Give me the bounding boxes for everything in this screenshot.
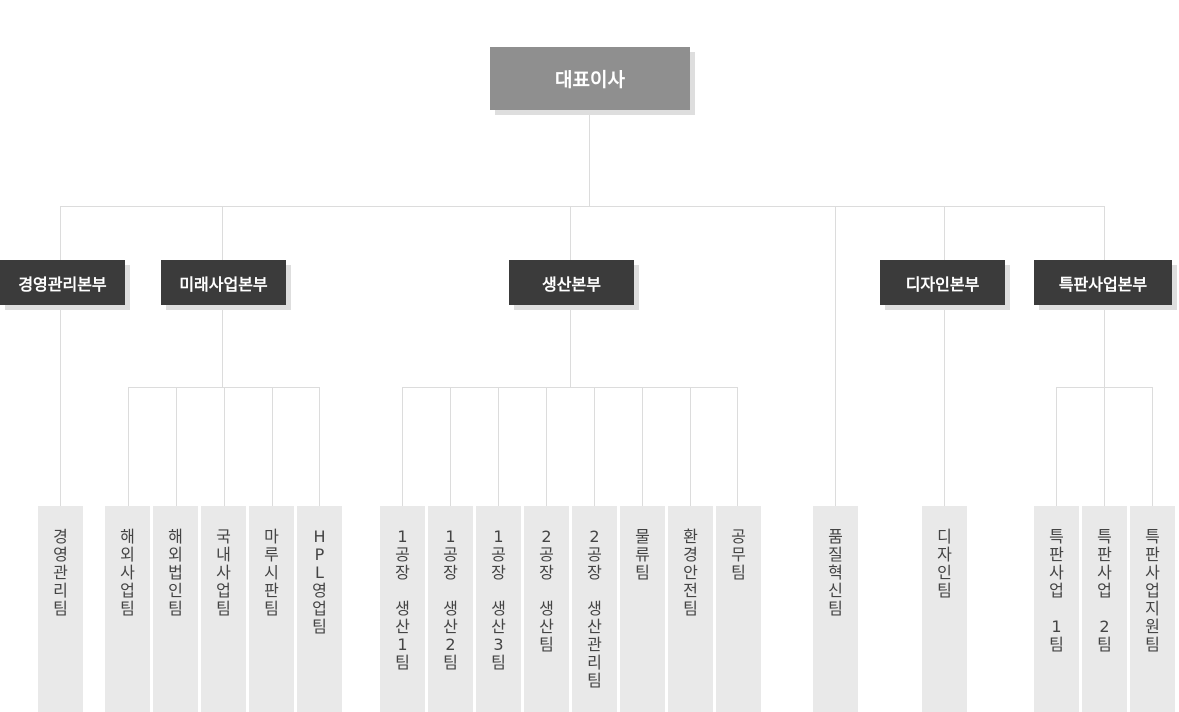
connector-production-team <box>737 387 738 506</box>
team-label: 공 무 팀 <box>731 527 746 582</box>
connector-production-team <box>450 387 451 506</box>
team-label: 특 판 사 업 1 팀 <box>1049 527 1064 654</box>
team-box: 공 무 팀 <box>716 506 761 712</box>
team-label: 해 외 법 인 팀 <box>168 527 183 618</box>
connector-special-team <box>1152 387 1153 506</box>
team-label: 물 류 팀 <box>635 527 650 582</box>
team-box: 특 판 사 업 1 팀 <box>1034 506 1079 712</box>
team-label: 경 영 관 리 팀 <box>53 527 68 618</box>
division-label: 미래사업본부 <box>179 274 268 294</box>
division-design: 디자인본부 <box>880 260 1005 305</box>
connector-mgmt-down <box>60 206 61 506</box>
connector-ceo-vertical <box>589 110 590 206</box>
team-box: 물 류 팀 <box>620 506 665 712</box>
connector-future-team <box>176 387 177 506</box>
connector-production-horizontal <box>402 387 738 388</box>
team-label: 1 공 장 생 산 2 팀 <box>443 527 458 672</box>
connector-production-team <box>498 387 499 506</box>
team-box: 2 공 장 생 산 관 리 팀 <box>572 506 617 712</box>
division-label: 특판사업본부 <box>1058 274 1148 294</box>
team-label: 특 판 사 업 지 원 팀 <box>1145 527 1160 654</box>
division-label: 경영관리본부 <box>18 274 107 294</box>
division-production: 생산본부 <box>509 260 634 305</box>
connector-production-team <box>546 387 547 506</box>
team-label: 해 외 사 업 팀 <box>120 527 135 618</box>
team-box: 해 외 사 업 팀 <box>105 506 150 712</box>
connector-quality-down <box>835 206 836 506</box>
connector-main-horizontal <box>60 206 1105 207</box>
team-box: 1 공 장 생 산 2 팀 <box>428 506 473 712</box>
division-label: 디자인본부 <box>905 274 980 294</box>
connector-future-team <box>319 387 320 506</box>
team-box: 1 공 장 생 산 3 팀 <box>476 506 521 712</box>
team-box: 디 자 인 팀 <box>922 506 967 712</box>
connector-production-team <box>690 387 691 506</box>
team-box: 품 질 혁 신 팀 <box>813 506 858 712</box>
team-label: 1 공 장 생 산 1 팀 <box>395 527 410 672</box>
connector-special-team <box>1104 387 1105 506</box>
team-label: H P L 영 업 팀 <box>312 527 327 636</box>
team-label: 1 공 장 생 산 3 팀 <box>491 527 506 672</box>
team-label: 2 공 장 생 산 관 리 팀 <box>587 527 602 690</box>
division-special: 특판사업본부 <box>1034 260 1172 305</box>
team-label: 품 질 혁 신 팀 <box>828 527 843 618</box>
connector-future-team <box>128 387 129 506</box>
team-box: 국 내 사 업 팀 <box>201 506 246 712</box>
team-box: 특 판 사 업 2 팀 <box>1082 506 1127 712</box>
team-box: 해 외 법 인 팀 <box>153 506 198 712</box>
connector-special-team <box>1056 387 1057 506</box>
team-box: 마 루 시 판 팀 <box>249 506 294 712</box>
team-label: 디 자 인 팀 <box>937 527 952 600</box>
team-label: 2 공 장 생 산 팀 <box>539 527 554 654</box>
team-box: H P L 영 업 팀 <box>297 506 342 712</box>
division-future: 미래사업본부 <box>161 260 286 305</box>
team-label: 국 내 사 업 팀 <box>216 527 231 618</box>
connector-future-team <box>272 387 273 506</box>
team-box: 환 경 안 전 팀 <box>668 506 713 712</box>
connector-production-team <box>594 387 595 506</box>
division-mgmt: 경영관리본부 <box>0 260 125 305</box>
connector-future-team <box>224 387 225 506</box>
team-box: 2 공 장 생 산 팀 <box>524 506 569 712</box>
ceo-box: 대표이사 <box>490 47 690 110</box>
connector-design-down <box>944 206 945 506</box>
team-label: 마 루 시 판 팀 <box>264 527 279 618</box>
team-box: 경 영 관 리 팀 <box>38 506 83 712</box>
division-label: 생산본부 <box>542 274 601 294</box>
team-label: 환 경 안 전 팀 <box>683 527 698 618</box>
connector-production-team <box>402 387 403 506</box>
team-label: 특 판 사 업 2 팀 <box>1097 527 1112 654</box>
connector-production-team <box>642 387 643 506</box>
ceo-label: 대표이사 <box>555 69 625 91</box>
team-box: 특 판 사 업 지 원 팀 <box>1130 506 1175 712</box>
team-box: 1 공 장 생 산 1 팀 <box>380 506 425 712</box>
